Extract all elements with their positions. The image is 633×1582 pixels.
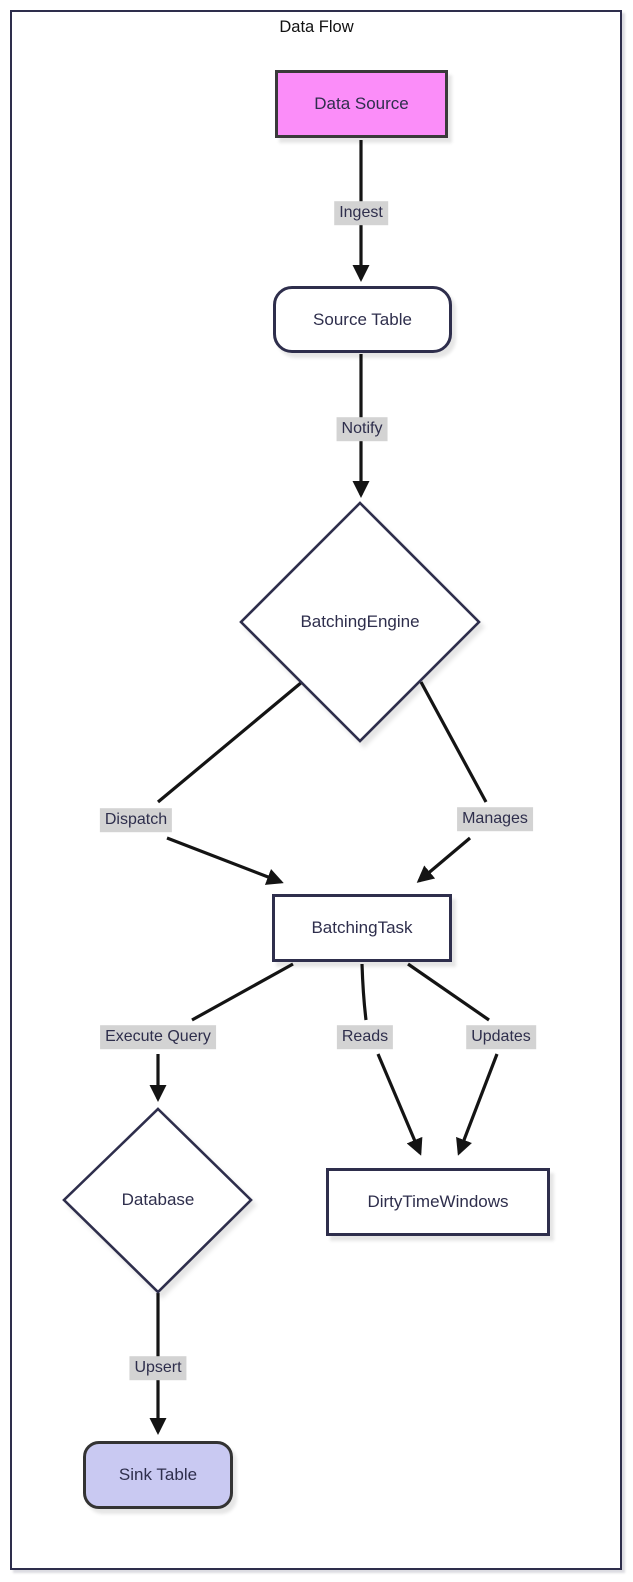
edge-updates-upper: [407, 962, 490, 1022]
node-batching-engine-label: BatchingEngine: [300, 612, 420, 631]
node-dirty-time-windows: DirtyTimeWindows: [326, 1168, 550, 1236]
node-database-shape: [62, 1107, 253, 1294]
node-data-source: Data Source: [275, 70, 448, 138]
edge-reads-lower: [376, 1053, 423, 1156]
node-sink-table-label: Sink Table: [118, 1465, 198, 1484]
edge-manages-lower: [416, 836, 472, 883]
edge-reads-upper: [360, 963, 368, 1021]
edge-label-execute-query: Execute Query: [100, 1025, 216, 1049]
node-batching-task: BatchingTask: [272, 894, 452, 962]
edge-label-manages: Manages: [457, 807, 533, 831]
node-batching-engine-shape: [239, 501, 481, 743]
node-sink-table: Sink Table: [83, 1441, 233, 1509]
edge-dispatch-upper: [156, 680, 304, 804]
edge-label-notify: Notify: [336, 417, 388, 441]
node-source-table-label: Source Table: [313, 309, 412, 329]
edge-label-ingest: Ingest: [334, 201, 388, 225]
edge-label-dispatch: Dispatch: [99, 808, 173, 832]
node-source-table: Source Table: [273, 286, 452, 353]
edge-label-upsert: Upsert: [129, 1356, 187, 1380]
edge-dispatch-lower: [166, 836, 284, 885]
node-dirty-time-windows-label: DirtyTimeWindows: [367, 1192, 509, 1211]
diagram-title: Data Flow: [279, 18, 354, 36]
edge-execute-query-upper: [191, 962, 294, 1022]
edge-label-updates: Updates: [466, 1025, 536, 1049]
edge-updates-lower: [456, 1053, 499, 1156]
edge-label-reads: Reads: [336, 1025, 394, 1049]
edge-manages-upper: [419, 681, 488, 803]
node-batching-task-label: BatchingTask: [311, 918, 413, 937]
node-data-source-label: Data Source: [314, 94, 409, 113]
node-database-label: Database: [121, 1190, 195, 1209]
diagram-border: [10, 10, 622, 1570]
